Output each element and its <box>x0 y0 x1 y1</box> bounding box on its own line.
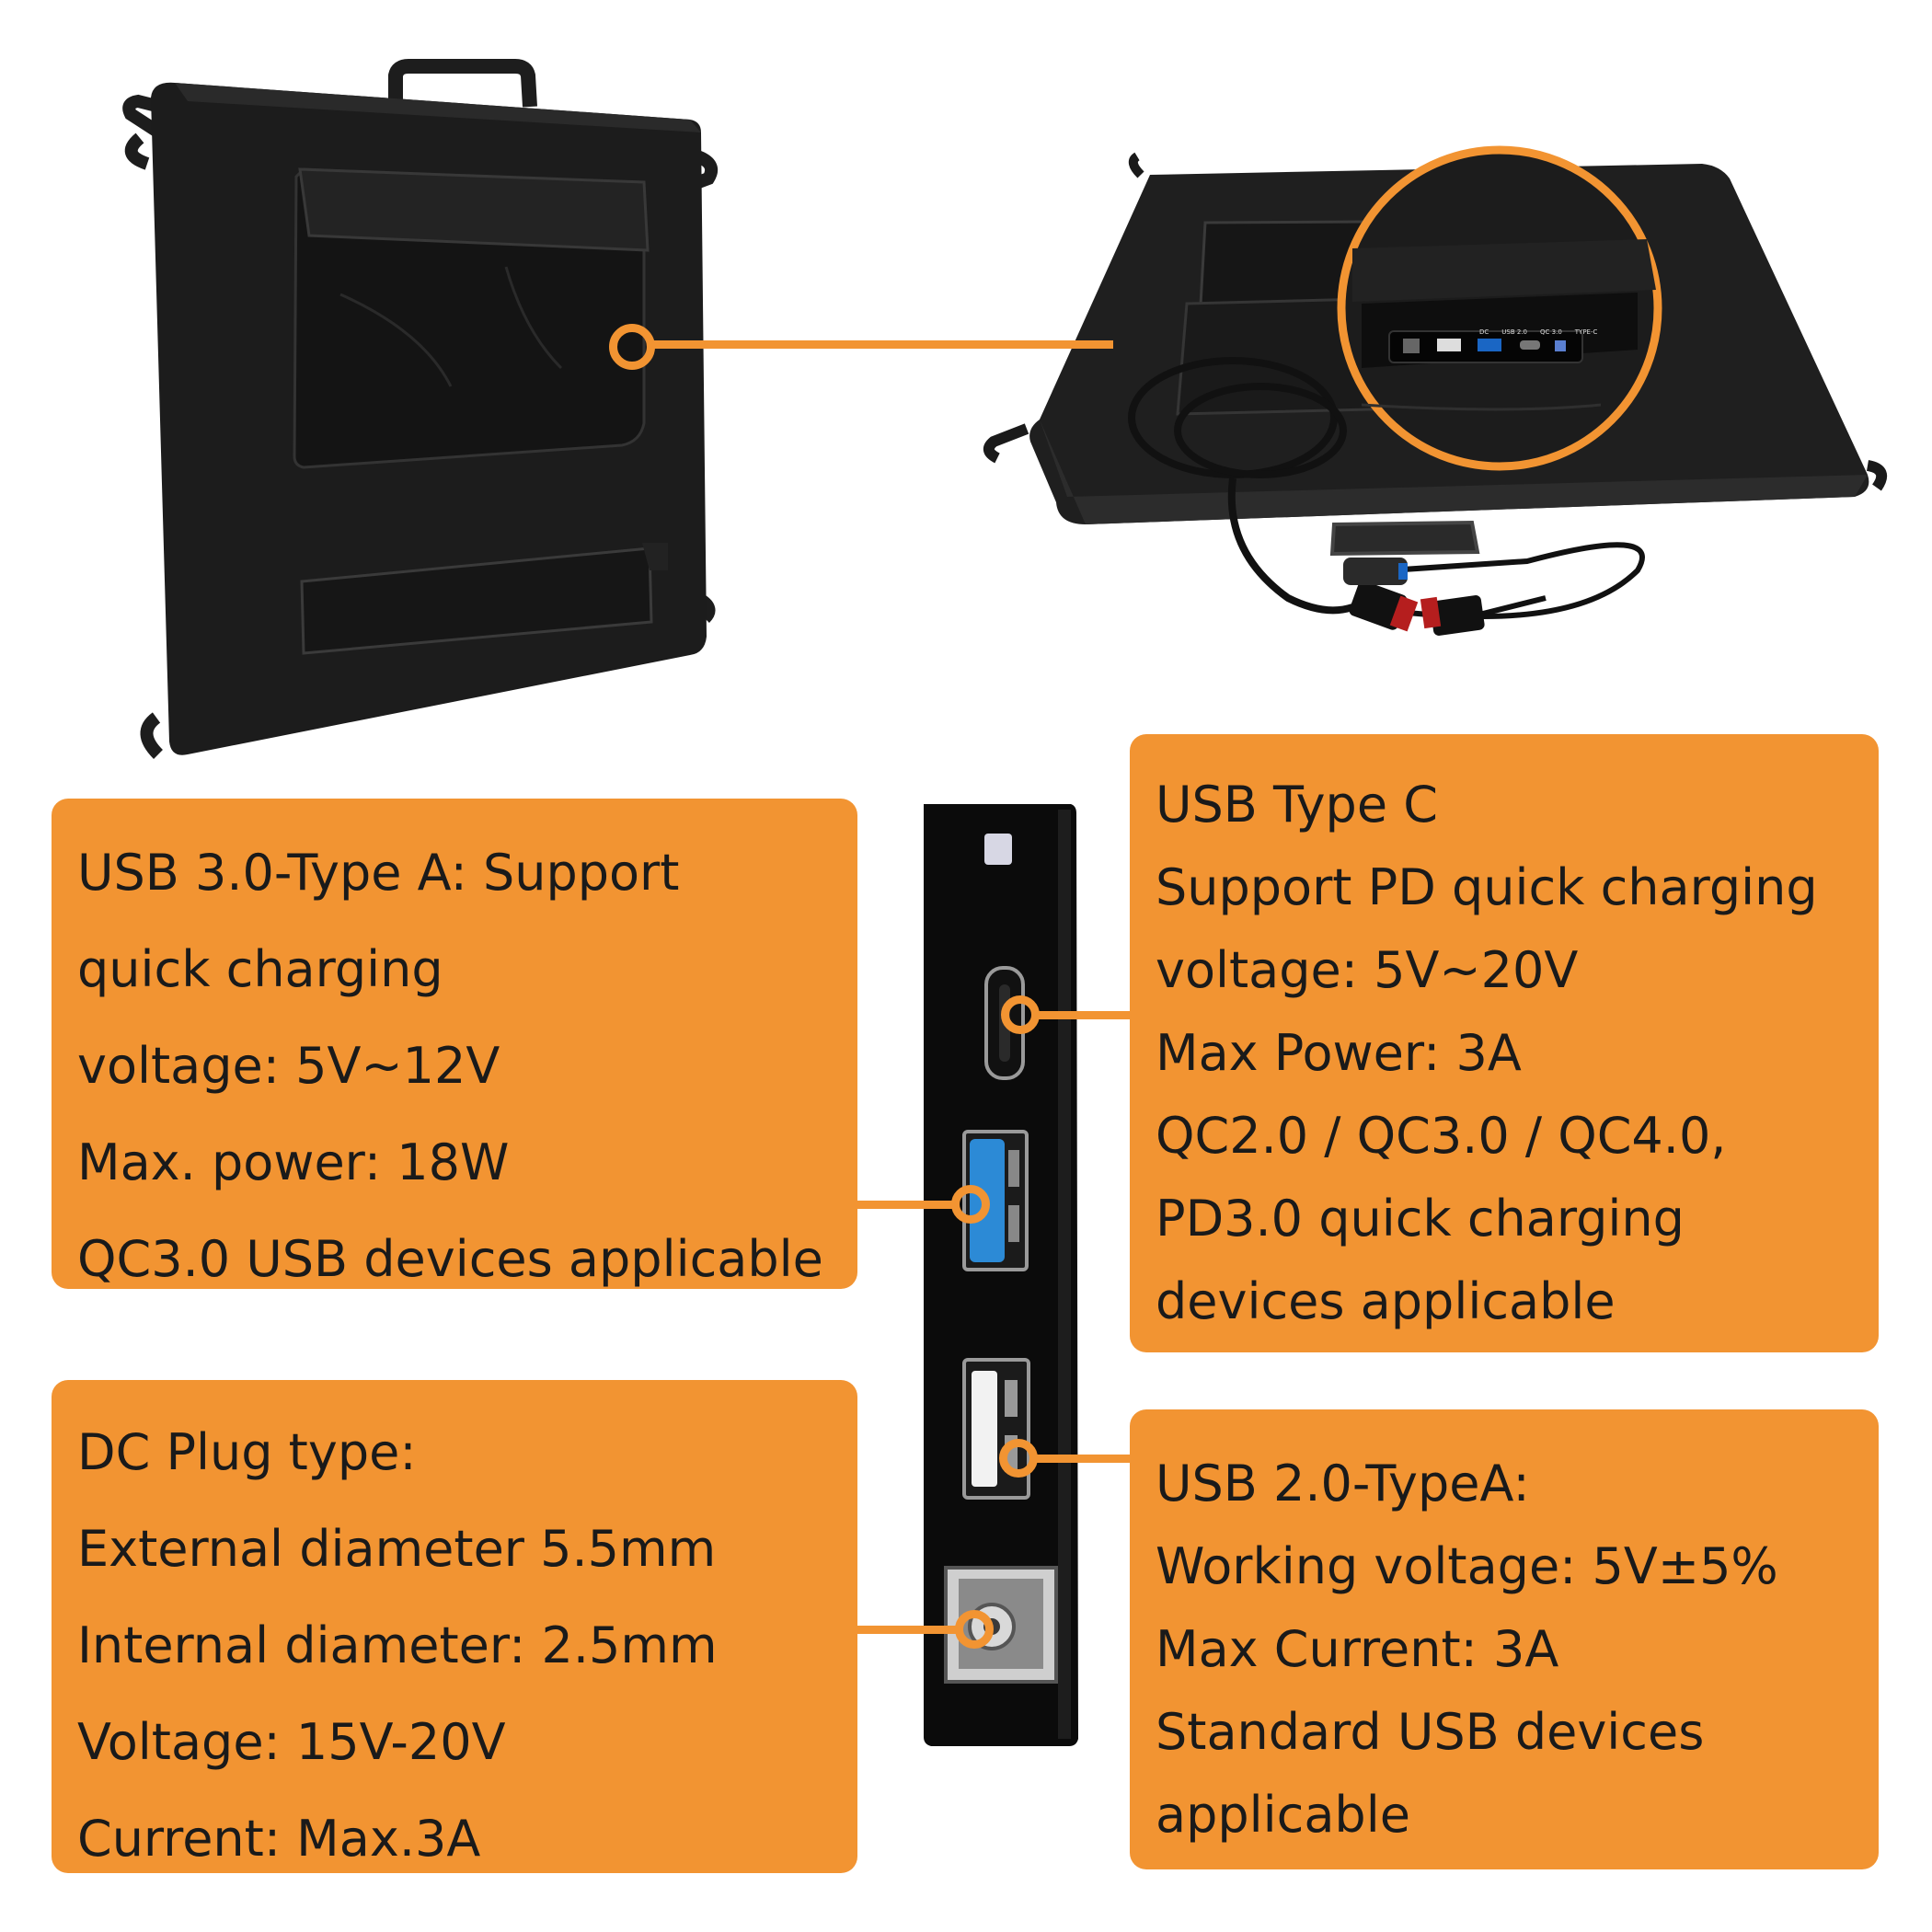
dc-callout-dot <box>955 1610 994 1649</box>
usb2-line-3: Max Current: 3A <box>1156 1620 1559 1678</box>
port-label-qc3: QC 3.0 <box>1540 328 1562 336</box>
usb3-callout-line <box>856 1201 953 1209</box>
bag-open-photo <box>983 145 1888 636</box>
usb2-line-4: Standard USB devices <box>1156 1703 1705 1761</box>
dc-line-1: DC Plug type: <box>77 1423 417 1481</box>
typec-line-4: Max Power: 3A <box>1156 1024 1522 1082</box>
typec-callout-dot <box>1001 995 1040 1034</box>
pocket-callout-line <box>651 340 1113 349</box>
usb2-line-1: USB 2.0-TypeA: <box>1156 1455 1530 1512</box>
dc-line-5: Current: Max.3A <box>77 1810 481 1868</box>
port-labels: DC USB 2.0 QC 3.0 TYPE-C <box>1479 328 1636 336</box>
usb2-info-panel: USB 2.0-TypeA: Working voltage: 5V±5% Ma… <box>1130 1409 1879 1869</box>
dc-callout-line <box>856 1626 957 1634</box>
typec-info-panel: USB Type C Support PD quick charging vol… <box>1130 734 1879 1352</box>
usb3-line-5: QC3.0 USB devices applicable <box>77 1230 823 1288</box>
pocket-callout-dot <box>609 324 655 370</box>
usb3-line-1: USB 3.0-Type A: Support <box>77 844 680 902</box>
typec-line-7: devices applicable <box>1156 1272 1616 1330</box>
port-label-dc: DC <box>1479 328 1489 336</box>
dc-line-4: Voltage: 15V-20V <box>77 1713 506 1771</box>
port-label-usb2: USB 2.0 <box>1501 328 1528 336</box>
usb2-line-2: Working voltage: 5V±5% <box>1156 1537 1778 1595</box>
typec-line-1: USB Type C <box>1156 776 1438 834</box>
bag-front-photo <box>122 59 718 759</box>
port-label-typec: TYPE-C <box>1574 328 1598 336</box>
usb3-line-3: voltage: 5V~12V <box>77 1037 500 1095</box>
usb3-callout-dot <box>951 1185 990 1224</box>
usb3-info-panel: USB 3.0-Type A: Support quick charging v… <box>52 799 857 1289</box>
usb3-line-2: quick charging <box>77 940 443 998</box>
typec-line-6: PD3.0 quick charging <box>1156 1190 1685 1248</box>
usb2-callout-line <box>1036 1455 1132 1463</box>
port-strip-photo <box>924 804 1078 1746</box>
usb2-callout-dot <box>999 1439 1038 1478</box>
dc-line-2: External diameter 5.5mm <box>77 1520 717 1578</box>
dc-line-3: Internal diameter: 2.5mm <box>77 1616 718 1674</box>
dc-info-panel: DC Plug type: External diameter 5.5mm In… <box>52 1380 857 1873</box>
typec-callout-line <box>1038 1011 1132 1019</box>
usb2-line-5: applicable <box>1156 1786 1410 1844</box>
typec-line-2: Support PD quick charging <box>1156 858 1818 916</box>
typec-line-3: voltage: 5V~20V <box>1156 941 1579 999</box>
typec-line-5: QC2.0 / QC3.0 / QC4.0, <box>1156 1107 1727 1165</box>
usb3-line-4: Max. power: 18W <box>77 1133 510 1191</box>
